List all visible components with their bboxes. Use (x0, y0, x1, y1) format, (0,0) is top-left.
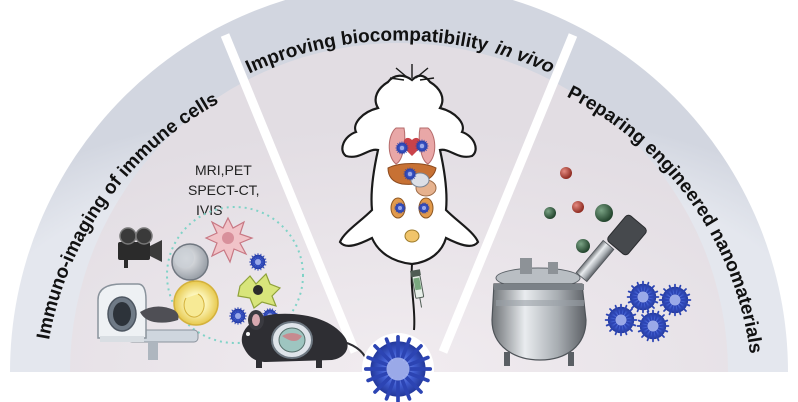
nanoparticle-icon (626, 280, 660, 314)
sphere-green (576, 239, 590, 253)
reactor-vessel-icon (491, 214, 647, 366)
nanoparticle-icon (604, 303, 638, 337)
nanoparticle-icon (249, 253, 267, 271)
imaging-label-line2: SPECT-CT, (188, 182, 260, 198)
nanoparticle-icon (363, 334, 433, 402)
sphere-red (560, 167, 572, 179)
yellow-cell-icon (173, 280, 219, 326)
imaging-label-line1: MRI,PET (195, 162, 252, 178)
nanoparticle-icon (403, 167, 417, 181)
whiskers (389, 64, 435, 81)
mri-scanner-icon (97, 283, 199, 360)
nanoparticle-icon (395, 141, 409, 155)
right-section (491, 167, 692, 366)
nanoparticle-icon (415, 139, 429, 153)
immune-cell-icon (171, 243, 209, 281)
video-camera-icon (118, 227, 162, 268)
nanoparticle-icon (636, 309, 670, 343)
sphere-green (595, 204, 613, 222)
left-section: MRI,PET SPECT-CT, IVIS (97, 162, 369, 368)
middle-section (338, 64, 480, 402)
mouse-icon (241, 310, 369, 368)
macrophage-icon (237, 272, 282, 309)
cell-cluster-ring (166, 206, 304, 344)
nanoparticle-icon (418, 202, 430, 214)
section-dividers (220, 33, 578, 354)
sphere-red (572, 201, 584, 213)
syringe-icon (410, 269, 425, 308)
nanoparticle-icon (394, 202, 406, 214)
sphere-green (544, 207, 556, 219)
dendritic-cell-icon (204, 216, 254, 264)
nanoparticle-icon (229, 307, 247, 325)
imaging-label-line3: IVIS (196, 202, 222, 218)
nanoparticle-icon (658, 283, 692, 317)
